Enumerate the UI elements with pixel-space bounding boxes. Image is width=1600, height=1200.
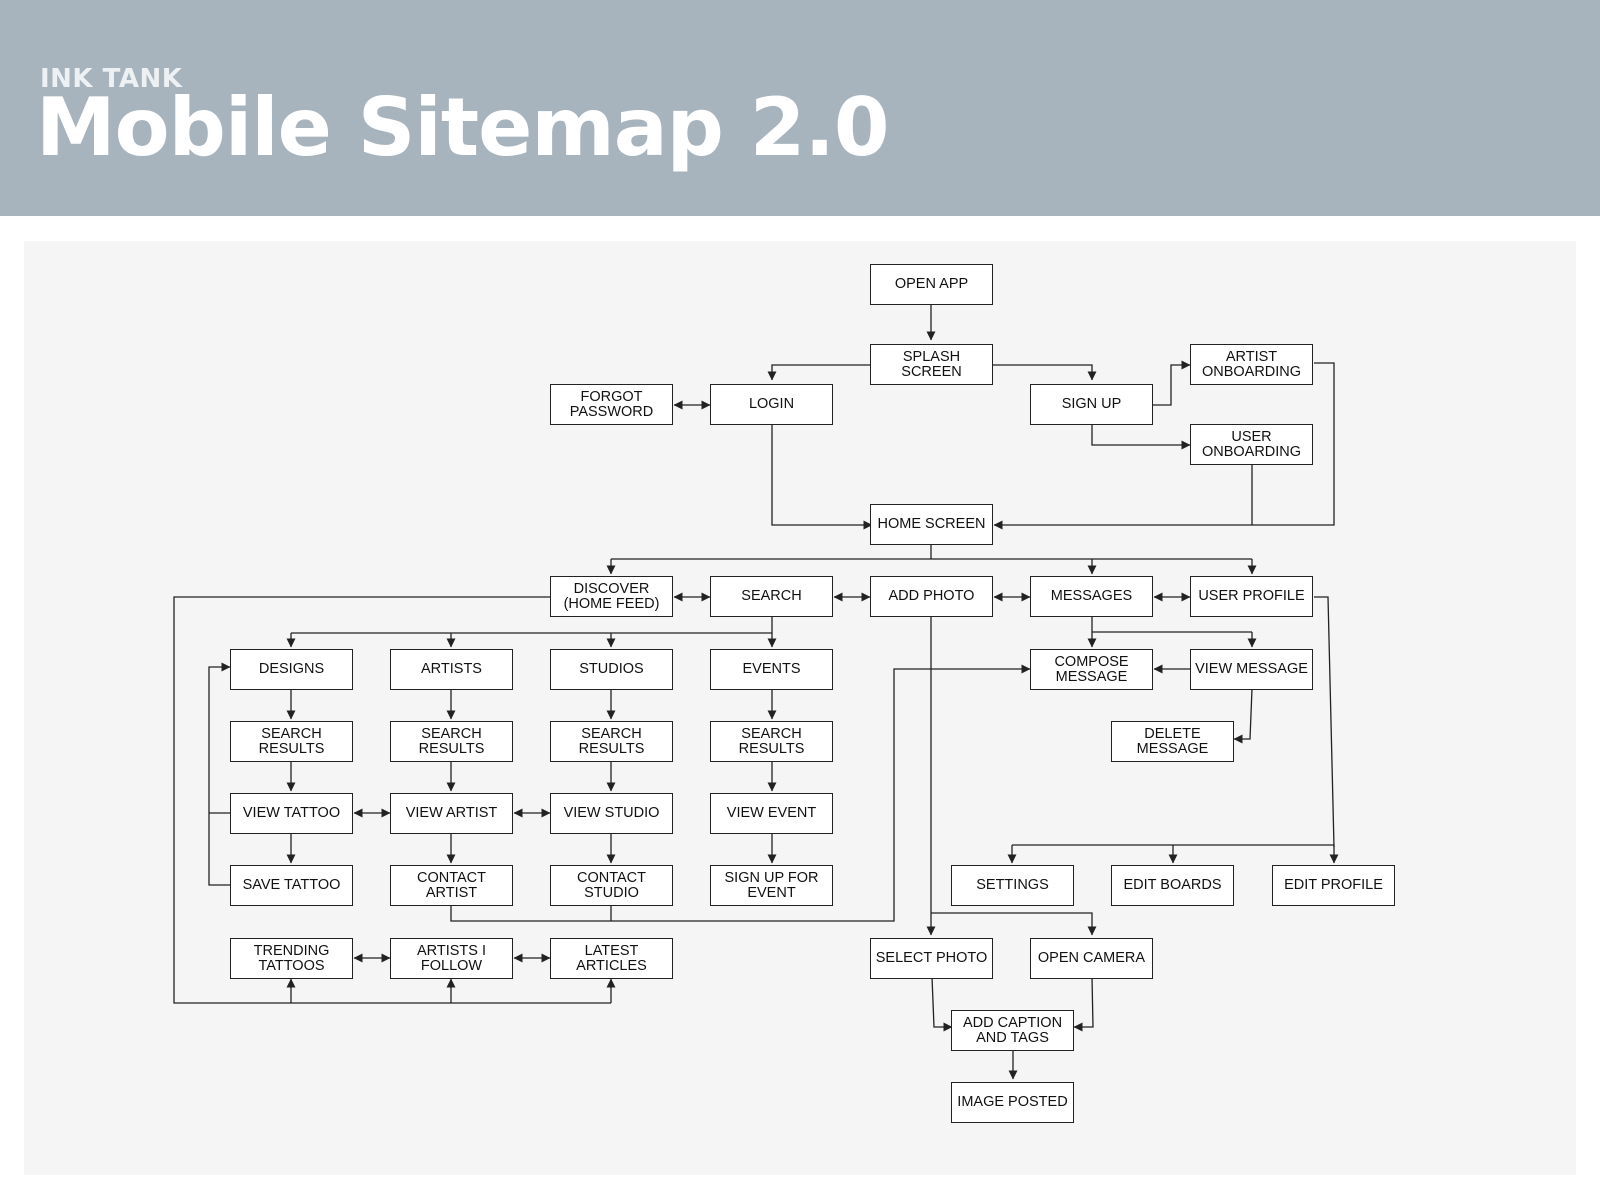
node-sign-up: SIGN UP [1030, 384, 1153, 425]
diagram-canvas: OPEN APP SPLASH SCREEN LOGIN FORGOT PASS… [24, 241, 1576, 1175]
node-user-onboarding: USER ONBOARDING [1190, 424, 1313, 465]
node-events: EVENTS [710, 649, 833, 690]
connector-layer [173, 305, 1339, 1080]
node-delete-message: DELETE MESSAGE [1111, 721, 1234, 762]
node-edit-boards: EDIT BOARDS [1111, 865, 1234, 906]
node-search-results-artists: SEARCH RESULTS [390, 721, 513, 762]
node-home-screen: HOME SCREEN [870, 504, 993, 545]
node-open-camera: OPEN CAMERA [1030, 938, 1153, 979]
page-title: Mobile Sitemap 2.0 [36, 81, 890, 174]
node-sign-up-for-event: SIGN UP FOR EVENT [710, 865, 833, 906]
node-view-artist: VIEW ARTIST [390, 793, 513, 834]
node-artist-onboarding: ARTIST ONBOARDING [1190, 344, 1313, 385]
node-search-results-events: SEARCH RESULTS [710, 721, 833, 762]
brand-label: INK TANK [40, 64, 183, 94]
node-settings: SETTINGS [951, 865, 1074, 906]
node-artists: ARTISTS [390, 649, 513, 690]
node-edit-profile: EDIT PROFILE [1272, 865, 1395, 906]
node-login: LOGIN [710, 384, 833, 425]
node-open-app: OPEN APP [870, 264, 993, 305]
node-view-message: VIEW MESSAGE [1190, 649, 1313, 690]
node-designs: DESIGNS [230, 649, 353, 690]
node-view-tattoo: VIEW TATTOO [230, 793, 353, 834]
node-search: SEARCH [710, 576, 833, 617]
node-add-photo: ADD PHOTO [870, 576, 993, 617]
node-discover: DISCOVER (HOME FEED) [550, 576, 673, 617]
node-studios: STUDIOS [550, 649, 673, 690]
node-artists-i-follow: ARTISTS I FOLLOW [390, 938, 513, 979]
node-select-photo: SELECT PHOTO [870, 938, 993, 979]
node-user-profile: USER PROFILE [1190, 576, 1313, 617]
node-add-caption-and-tags: ADD CAPTION AND TAGS [951, 1010, 1074, 1051]
node-view-studio: VIEW STUDIO [550, 793, 673, 834]
node-trending-tattoos: TRENDING TATTOOS [230, 938, 353, 979]
header-banner: INK TANK Mobile Sitemap 2.0 [0, 0, 1600, 216]
node-view-event: VIEW EVENT [710, 793, 833, 834]
node-save-tattoo: SAVE TATTOO [230, 865, 353, 906]
node-latest-articles: LATEST ARTICLES [550, 938, 673, 979]
node-image-posted: IMAGE POSTED [951, 1082, 1074, 1123]
node-contact-studio: CONTACT STUDIO [550, 865, 673, 906]
node-search-results-designs: SEARCH RESULTS [230, 721, 353, 762]
node-contact-artist: CONTACT ARTIST [390, 865, 513, 906]
node-search-results-studios: SEARCH RESULTS [550, 721, 673, 762]
node-forgot-password: FORGOT PASSWORD [550, 384, 673, 425]
node-splash-screen: SPLASH SCREEN [870, 344, 993, 385]
node-messages: MESSAGES [1030, 576, 1153, 617]
node-compose-message: COMPOSE MESSAGE [1030, 649, 1153, 690]
